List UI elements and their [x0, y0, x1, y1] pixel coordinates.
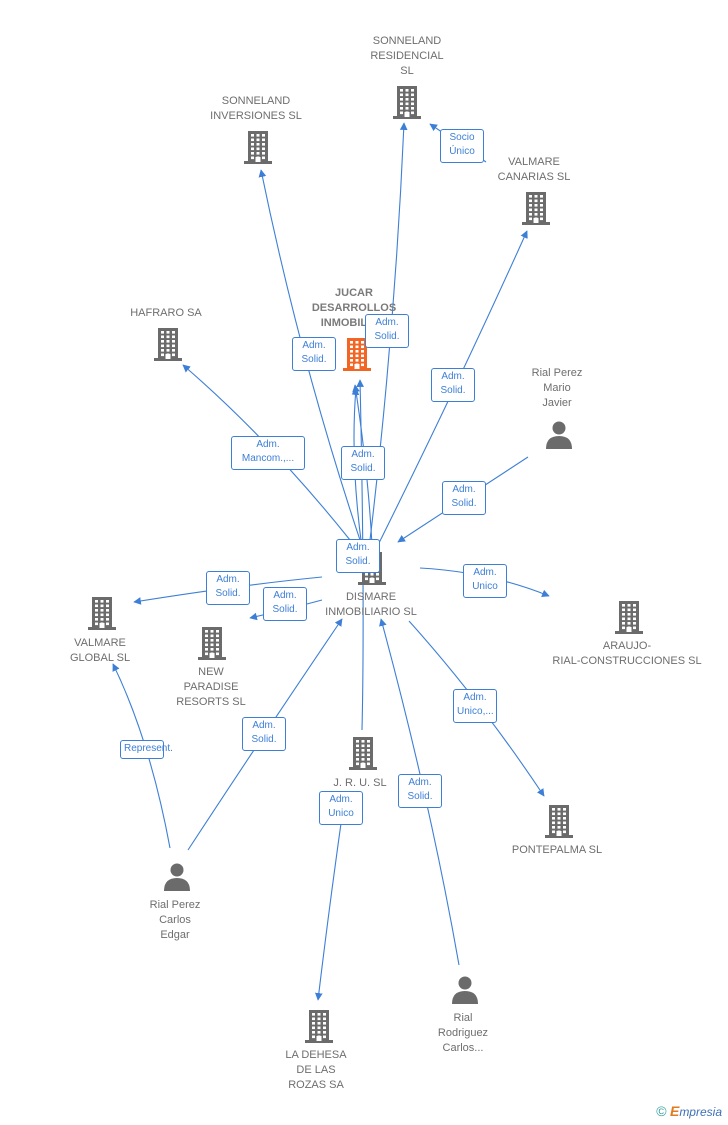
building-icon[interactable]: [342, 337, 372, 376]
edge-label-e2[interactable]: Adm. Solid.: [292, 337, 336, 371]
node-label-la-dehesa[interactable]: LA DEHESA DE LAS ROZAS SA: [285, 1049, 347, 1091]
building-icon[interactable]: [348, 736, 378, 775]
edge-label-e4[interactable]: Adm. Solid.: [431, 368, 475, 402]
node-label-sonneland-inversiones[interactable]: SONNELAND INVERSIONES SL: [210, 95, 302, 122]
building-icon[interactable]: [153, 327, 183, 366]
edge-label-e8[interactable]: Adm. Solid.: [336, 539, 380, 573]
building-icon[interactable]: [243, 130, 273, 169]
person-icon[interactable]: [162, 861, 192, 896]
edge-label-e5[interactable]: Adm. Mancom.,...: [231, 436, 305, 470]
edge-label-e16[interactable]: Adm. Solid.: [398, 774, 442, 808]
building-icon[interactable]: [197, 626, 227, 665]
node-label-rial-mario[interactable]: Rial Perez Mario Javier: [531, 367, 583, 409]
edge-label-e3[interactable]: Adm. Solid.: [365, 314, 409, 348]
building-icon[interactable]: [87, 596, 117, 635]
person-icon[interactable]: [450, 974, 480, 1009]
building-icon[interactable]: [304, 1009, 334, 1048]
edge-label-e1[interactable]: Socio Único: [440, 129, 484, 163]
building-icon[interactable]: [521, 191, 551, 230]
edge-label-e7[interactable]: Adm. Solid.: [442, 481, 486, 515]
edge-label-e11[interactable]: Adm. Solid.: [263, 587, 307, 621]
node-label-araujo[interactable]: ARAUJO- RIAL-CONSTRUCCIONES SL: [552, 640, 702, 667]
edge-label-e10[interactable]: Adm. Solid.: [206, 571, 250, 605]
edge-label-e12[interactable]: Represent.: [120, 739, 173, 759]
node-label-jru[interactable]: J. R. U. SL: [333, 777, 387, 789]
brand-logo-initial: E: [669, 1103, 680, 1119]
node-label-valmare-canarias[interactable]: VALMARE CANARIAS SL: [497, 156, 571, 183]
edge-label-e9[interactable]: Adm. Unico: [463, 564, 507, 598]
edge-label-e14[interactable]: Adm. Unico,...: [453, 689, 497, 723]
building-icon[interactable]: [392, 85, 422, 124]
node-label-jucar[interactable]: JUCAR DESARROLLOS INMOBILIA...: [311, 287, 397, 329]
node-label-dismare[interactable]: DISMARE INMOBILIARIO SL: [325, 591, 417, 618]
edge-label-e6[interactable]: Adm. Solid.: [341, 446, 385, 480]
building-icon[interactable]: [544, 804, 574, 843]
edge-label-e13[interactable]: Adm. Solid.: [242, 717, 286, 751]
node-label-rial-carlos-edgar[interactable]: Rial Perez Carlos Edgar: [149, 899, 201, 941]
copyright-symbol: ©: [656, 1103, 667, 1119]
edge-line-e15: [315, 794, 346, 1001]
node-label-valmare-global[interactable]: VALMARE GLOBAL SL: [69, 637, 131, 664]
person-icon[interactable]: [544, 419, 574, 454]
brand-footer: © Empresia: [656, 1103, 722, 1119]
edge-label-e15[interactable]: Adm. Unico: [319, 791, 363, 825]
building-icon[interactable]: [614, 600, 644, 639]
node-label-sonneland-residencial[interactable]: SONNELAND RESIDENCIAL SL: [370, 35, 444, 77]
brand-logo-text: mpresia: [679, 1105, 722, 1119]
node-label-rial-rodriguez[interactable]: Rial Rodriguez Carlos...: [437, 1012, 489, 1054]
node-label-new-paradise[interactable]: NEW PARADISE RESORTS SL: [176, 666, 246, 708]
node-label-pontepalma[interactable]: PONTEPALMA SL: [511, 844, 603, 856]
node-label-hafraro[interactable]: HAFRARO SA: [130, 307, 202, 319]
